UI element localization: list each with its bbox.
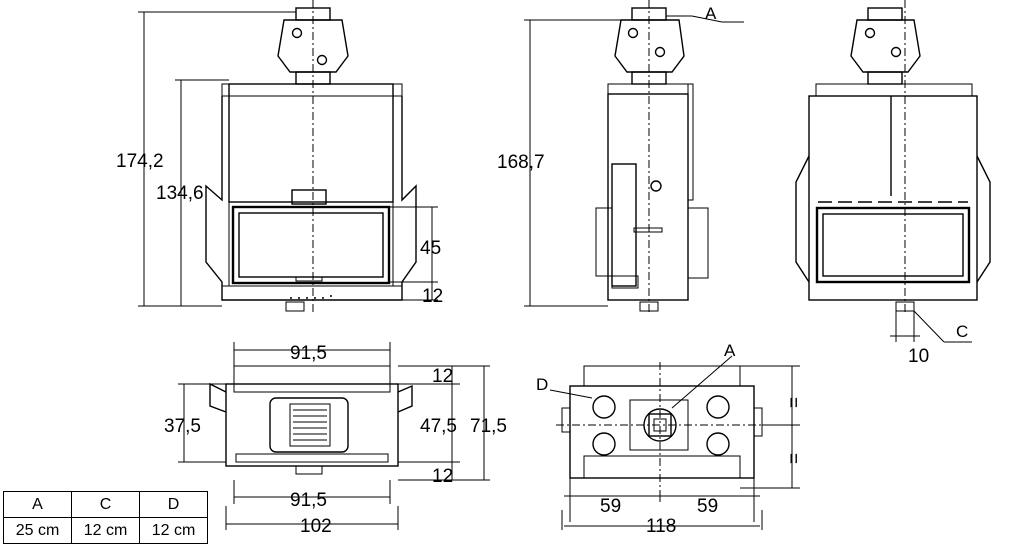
top-openings	[592, 395, 730, 456]
top-label-a: A	[724, 341, 736, 360]
back-view: C 10	[795, 0, 991, 367]
side-body	[595, 0, 709, 312]
side-view: 168,7 A	[497, 0, 744, 312]
plan-total-width-label: 102	[300, 516, 332, 537]
top-view: A D 59 59 118 = =	[536, 341, 803, 537]
plan-view: 91,5 91,5 102 37,5 12 47,5 12 71,5	[164, 342, 507, 537]
top-dimensions: A D 59 59 118 = =	[536, 341, 803, 537]
top-label-d: D	[536, 375, 548, 394]
legend-value-row: 25 cm 12 cm 12 cm	[3, 517, 208, 544]
top-total-label: 118	[646, 516, 676, 537]
top-right-half-label: 59	[697, 496, 718, 517]
front-view: 174,2 134,6 45 12	[116, 0, 443, 312]
legend-header-d: D	[139, 491, 208, 518]
legend-value-a: 25 cm	[3, 517, 72, 544]
plan-bottom-width-label: 91,5	[290, 490, 327, 511]
plan-left-depth-label: 37,5	[164, 416, 201, 437]
top-left-half-label: 59	[600, 496, 621, 517]
front-dimensions: 174,2 134,6 45 12	[116, 11, 443, 307]
plan-top-margin-label: 12	[432, 366, 453, 387]
front-body	[205, 0, 417, 312]
legend-header-c: C	[71, 491, 140, 518]
front-glass-height-label: 45	[420, 238, 441, 259]
front-bottom-label: 12	[422, 286, 443, 307]
plan-total-depth-label: 71,5	[470, 416, 507, 437]
top-equal-bottom-mark: =	[782, 453, 803, 464]
legend-value-c: 12 cm	[71, 517, 140, 544]
back-label-c: C	[956, 322, 968, 341]
legend-header-a: A	[3, 491, 72, 518]
legend-header-row: A C D	[3, 491, 208, 518]
plan-dimensions: 91,5 91,5 102 37,5 12 47,5 12 71,5	[164, 342, 507, 537]
plan-top-width-label: 91,5	[290, 343, 327, 364]
side-total-height-label: 168,7	[497, 152, 545, 173]
dimension-legend-table: A C D 25 cm 12 cm 12 cm	[3, 491, 208, 544]
front-total-height-label: 174,2	[116, 151, 164, 172]
front-body-height-label: 134,6	[156, 183, 204, 204]
legend-value-d: 12 cm	[139, 517, 208, 544]
plan-bottom-margin-label: 12	[432, 466, 453, 487]
plan-mid-depth-label: 47,5	[420, 416, 457, 437]
back-dimensions: C 10	[890, 310, 972, 367]
side-dimensions: 168,7 A	[497, 4, 744, 307]
back-flue	[850, 7, 921, 85]
front-air-vents	[290, 295, 332, 299]
plan-grate	[293, 409, 327, 441]
back-body	[795, 0, 991, 312]
side-label-a: A	[705, 4, 717, 23]
back-c-width-label: 10	[908, 346, 929, 367]
top-equal-top-mark: =	[782, 397, 803, 408]
